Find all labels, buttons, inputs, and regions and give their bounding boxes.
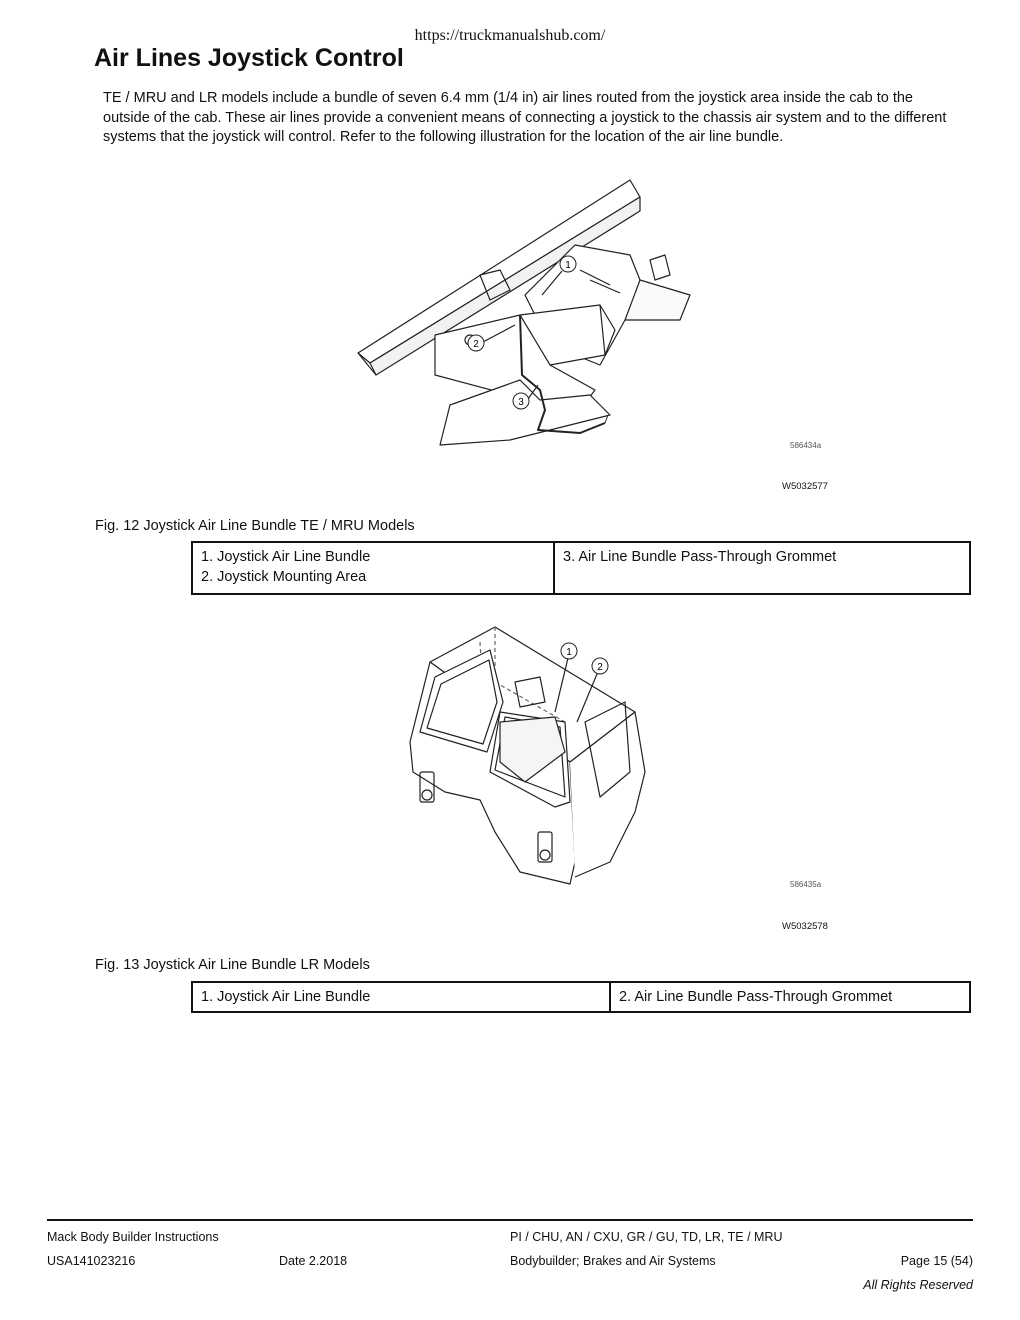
intro-paragraph: TE / MRU and LR models include a bundle … (103, 90, 947, 145)
figure-13-drawing-code: W5032578 (782, 921, 828, 932)
legend-item: 1. Joystick Air Line Bundle (201, 549, 371, 565)
figure-13-callouts: 1 2 (560, 642, 609, 675)
footer-rights: All Rights Reserved (863, 1278, 973, 1292)
callout-1: 1 (565, 260, 571, 271)
legend-item: 2. Air Line Bundle Pass-Through Grommet (619, 989, 893, 1005)
figure-12-callouts: 1 2 3 (467, 255, 577, 410)
legend-cell-right: 2. Air Line Bundle Pass-Through Grommet (609, 981, 971, 1013)
legend-item: 1. Joystick Air Line Bundle (201, 989, 371, 1005)
figure-13-image-code: 586435a (790, 880, 822, 889)
figure-13-caption: Fig. 13 Joystick Air Line Bundle LR Mode… (95, 957, 370, 973)
legend-cell-right: 3. Air Line Bundle Pass-Through Grommet (553, 541, 971, 595)
legend-cell-left: 1. Joystick Air Line Bundle 2. Joystick … (191, 541, 555, 595)
legend-item: 2. Joystick Mounting Area (201, 569, 367, 585)
callout-2: 2 (597, 662, 603, 673)
figure-12-legend: 1. Joystick Air Line Bundle 2. Joystick … (191, 541, 971, 595)
figure-13-illustration: 1 2 (409, 626, 646, 885)
watermark-url: https://truckmanualshub.com/ (414, 27, 606, 44)
figure-12-drawing-code: W5032577 (782, 481, 828, 492)
footer-page-number: Page 15 (54) (900, 1254, 973, 1268)
figure-12-image-code: 586434a (790, 441, 822, 450)
callout-1: 1 (566, 647, 572, 658)
footer-doc-number: USA141023216 (47, 1254, 136, 1268)
figure-12-caption: Fig. 12 Joystick Air Line Bundle TE / MR… (95, 518, 415, 534)
callout-3: 3 (518, 397, 524, 408)
legend-item: 3. Air Line Bundle Pass-Through Grommet (563, 549, 837, 565)
footer-date: Date 2.2018 (279, 1254, 348, 1268)
footer-models: PI / CHU, AN / CXU, GR / GU, TD, LR, TE … (510, 1230, 783, 1244)
page-title: Air Lines Joystick Control (94, 44, 404, 72)
callout-2: 2 (473, 339, 479, 350)
footer-section: Bodybuilder; Brakes and Air Systems (510, 1254, 716, 1268)
footer-divider (47, 1219, 973, 1221)
figure-13-legend: 1. Joystick Air Line Bundle 2. Air Line … (191, 981, 971, 1013)
footer-doc-title: Mack Body Builder Instructions (47, 1230, 219, 1244)
figure-12-illustration: 1 2 3 (357, 179, 691, 446)
legend-cell-left: 1. Joystick Air Line Bundle (191, 981, 611, 1013)
